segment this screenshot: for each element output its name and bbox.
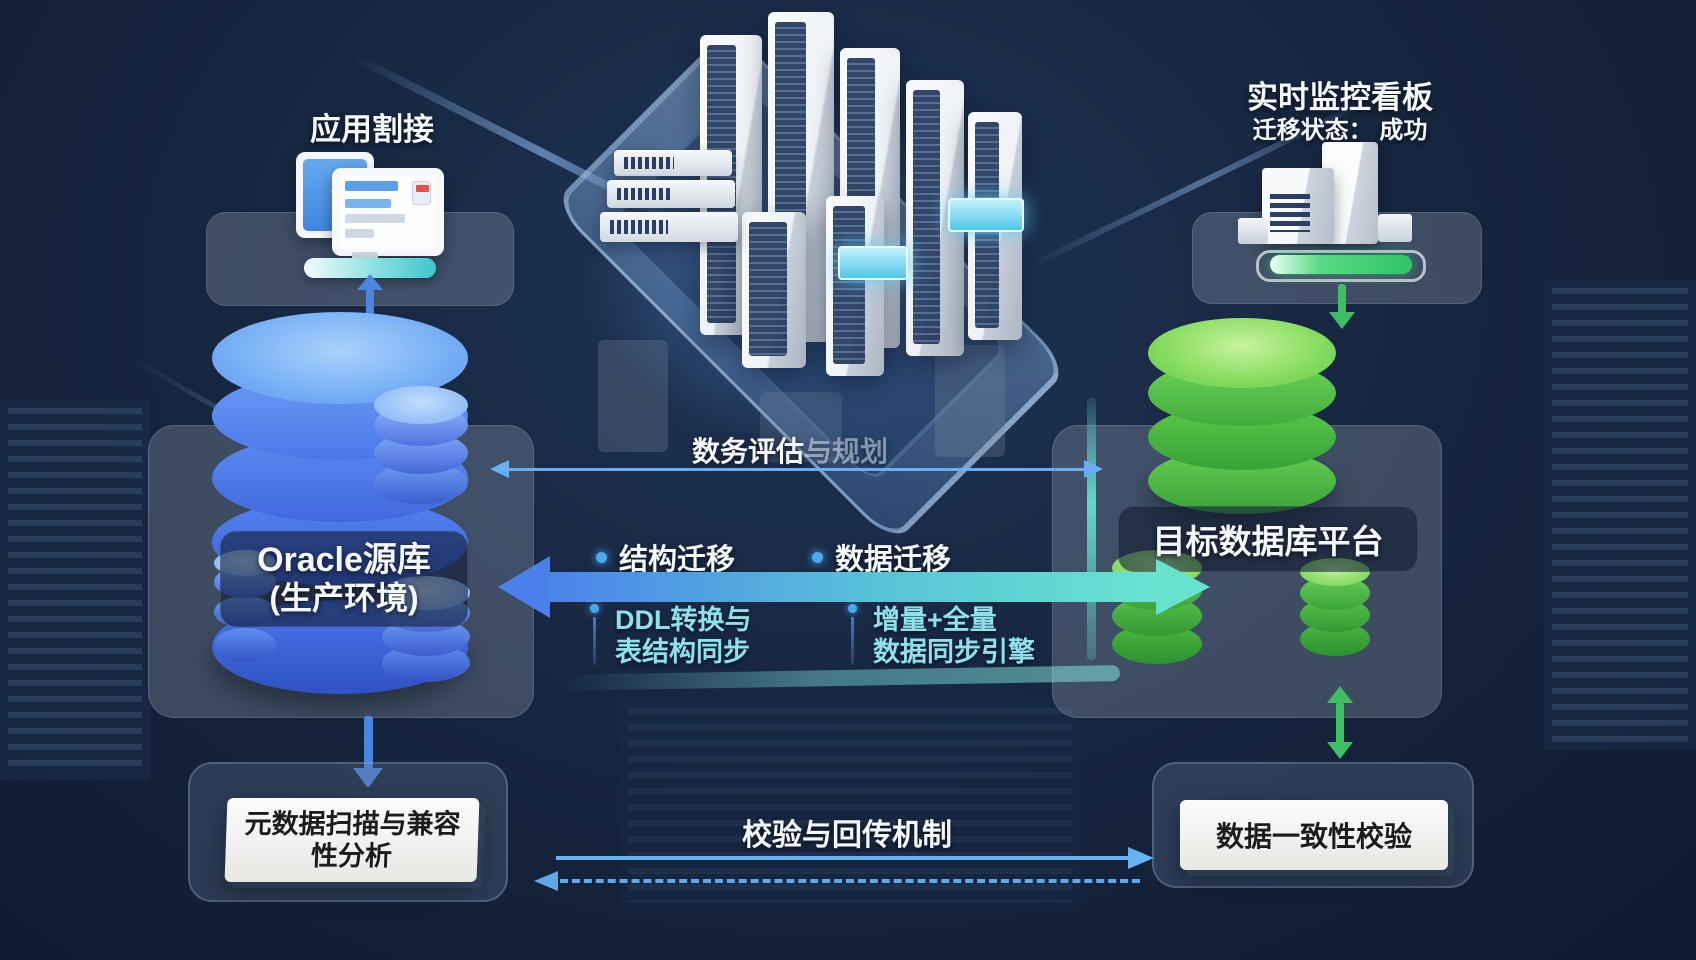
network-device [948,198,1024,232]
monitoring-down-arrowhead [1329,312,1355,329]
teal-connector-line [1087,398,1096,660]
source-db-down-shaft [364,716,373,772]
bg-rack-silhouette-right [1544,280,1696,750]
screen-mock-row [345,229,374,238]
target-db-updown-shaft [1336,702,1344,744]
network-device [838,246,908,280]
bg-rack-silhouette-bottom [620,700,1080,910]
source-db-label: Oracle源库 (生产环境) [220,531,468,627]
sync-note-line1: 增量+全量 [873,605,997,635]
data-migration-label: 数据迁移 [812,536,951,578]
progress-track [1256,250,1426,282]
target-db-title: 目标数据库平台 [1152,523,1384,560]
source-db-down-arrowhead [353,768,383,788]
assessment-caption-main: 数务评估 [691,436,804,467]
assessment-caption-faded: 与规划 [804,436,889,467]
target-db-down-arrowhead [1327,742,1353,759]
verify-return-arrowhead [534,871,558,891]
sync-note-line2: 数据同步引擎 [873,637,1035,668]
note-rail [851,617,854,665]
bg-rack-silhouette-left [0,400,150,780]
platform-pillar [598,340,668,452]
screen-mock-header [345,181,398,191]
bullet-dot-icon [596,551,607,563]
note-dot-icon [848,604,857,613]
app-cutover-title: 应用割接 [310,112,434,147]
metadata-card-line1: 元数据扫描与兼容 [244,808,462,839]
ddl-note-line1: DDL转换与 [615,605,752,635]
source-db-small-band [214,628,276,662]
progress-bar-cutover [304,258,436,278]
sync-engine-note: 增量+全量 数据同步引擎 [848,604,1035,669]
target-db-up-arrowhead [1327,686,1353,703]
assessment-right-arrowhead [1084,460,1103,478]
platform-pillar [935,345,1005,457]
monitoring-title: 实时监控看板 [1247,80,1433,115]
verify-mechanism-label: 校验与回传机制 [742,819,952,852]
metadata-card-line2: 性分析 [310,841,393,871]
structure-migration-label: 结构迁移 [596,536,735,578]
monitoring-status: 迁移状态： 成功 [1252,117,1428,144]
consistency-card-text: 数据一致性校验 [1215,821,1412,852]
teal-swoosh [559,665,1121,691]
source-db-subtitle: (生产环境) [269,580,419,617]
verify-return-dashed-line [560,879,1140,883]
target-db-top [1148,318,1336,388]
server-unit [600,212,738,242]
note-rail [593,617,596,665]
structure-migration-text: 结构迁移 [619,544,736,576]
cutover-arrow-shaft [366,288,374,316]
note-dot-icon [590,604,599,613]
ddl-conversion-note: DDL转换与 表结构同步 [590,604,752,669]
assessment-line [508,468,1086,471]
ddl-note-line2: 表结构同步 [615,637,750,668]
data-migration-text: 数据迁移 [835,544,952,576]
verify-forward-line [556,856,1132,860]
consistency-check-card: 数据一致性校验 [1180,800,1448,870]
server-unit [614,150,732,176]
screen-mock-row [345,214,405,223]
monitoring-arrow-shaft [1338,284,1346,314]
server-rack [826,196,884,376]
migration-right-arrowhead [1156,559,1210,615]
source-db-title: Oracle源库 [257,541,431,580]
migration-arrow-body [530,572,1160,602]
screen-mock-row [345,199,392,208]
server-rack [742,212,806,368]
source-db-small-top [374,386,468,424]
server-building-icon [1230,138,1412,250]
metadata-scan-card: 元数据扫描与兼容 性分析 [224,798,480,882]
bullet-dot-icon [812,551,823,563]
server-unit [607,180,735,208]
progress-bar-success [1270,255,1412,274]
verify-forward-arrowhead [1128,847,1154,869]
monitor-front-icon [332,168,444,256]
cutover-up-arrowhead [357,274,383,290]
assessment-caption: 数务评估与规划 [640,430,940,470]
migration-left-arrowhead [498,556,550,618]
platform-pillar [760,392,842,462]
screen-mock-alert-bar [416,185,429,192]
assessment-left-arrowhead [490,460,509,478]
